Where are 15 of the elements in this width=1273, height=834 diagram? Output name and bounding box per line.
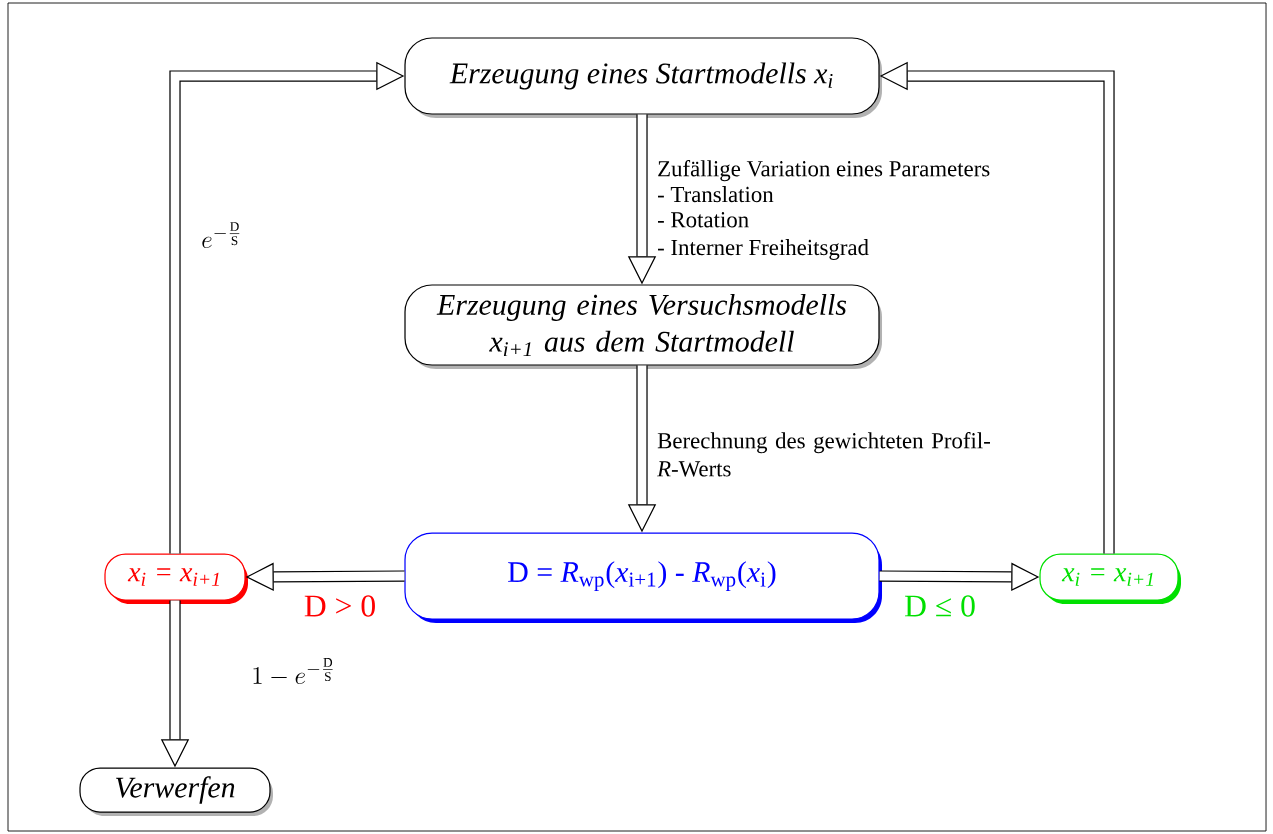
process-box: x$_{i}$ = x$_{i+1}$: [104, 553, 248, 604]
list-item: - Translation: [657, 186, 774, 203]
process-box: Verwerfen: [79, 767, 273, 816]
process-box: Erzeugung eines Versuchsmodells x$_{i+1}$ aus dem Startmodell: [404, 284, 882, 369]
list-item: - Rotation: [657, 212, 749, 228]
edge-label: $1 - e^{-\frac{\mathrm{D}}{\mathrm{S}}}$: [253, 658, 333, 685]
process-box: x$_{i}$ = x$_{i+1}$: [1039, 553, 1181, 604]
process-box: D = R$_{wp}$(x$_{i+1}$) - R$_{wp}$(x$_{i}$): [404, 532, 882, 623]
list-item: - Interner Freiheitsgrad: [657, 239, 869, 260]
process-box: Erzeugung eines Startmodells x$_{i}$: [404, 37, 882, 118]
edge-label: Berechnung des gewichteten Profil-R-Werts: [657, 432, 990, 477]
edge-label: D ≤ 0: [905, 595, 975, 617]
edge-label: $e^{-\frac{\mathrm{D}}{\mathrm{S}}}$: [202, 222, 240, 249]
edge-label: D > 0: [304, 595, 375, 617]
edge-label: Zufällige Variation eines Parameters: [658, 160, 990, 182]
